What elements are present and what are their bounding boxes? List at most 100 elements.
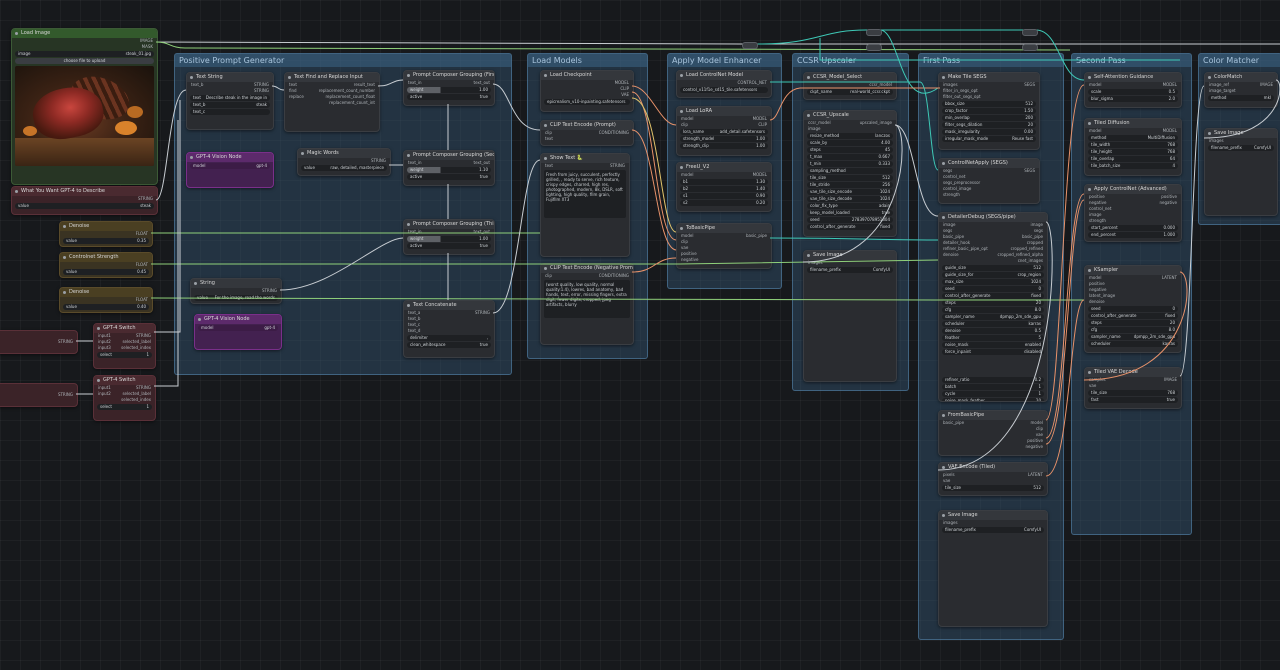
controlnet-select[interactable]: control_v11f1e_sd15_tile.safetensors xyxy=(680,87,768,93)
node-load-controlnet[interactable]: Load ControlNet Model CONTROL_NET contro… xyxy=(676,70,772,98)
node-load-checkpoint[interactable]: Load Checkpoint MODEL CLIP VAE epicreali… xyxy=(540,70,634,112)
upload-button[interactable]: choose file to upload xyxy=(15,58,154,64)
reroute-knot[interactable] xyxy=(866,29,882,36)
reroute-knot[interactable] xyxy=(1022,44,1038,51)
output-mask[interactable]: MASK xyxy=(141,44,153,49)
node-gpt-vision-collapsed-1[interactable]: STRING xyxy=(0,330,78,354)
output-image[interactable]: IMAGE xyxy=(140,38,153,43)
node-gpt-vision-collapsed-2[interactable]: STRING xyxy=(0,383,78,407)
node-prompt-composer-third[interactable]: Prompt Composer Grouping (Third) text_in… xyxy=(403,219,495,255)
negative-prompt-textarea[interactable]: (worst quality, low quality, normal qual… xyxy=(544,280,630,318)
reroute-knot[interactable] xyxy=(1022,29,1038,36)
reroute-knot[interactable] xyxy=(742,42,758,49)
node-prompt-composer-second[interactable]: Prompt Composer Grouping (Second) text_i… xyxy=(403,150,495,186)
sampling-method-field[interactable]: sampling_methodccsr_tiled_vae_gaussian_w… xyxy=(807,168,893,174)
